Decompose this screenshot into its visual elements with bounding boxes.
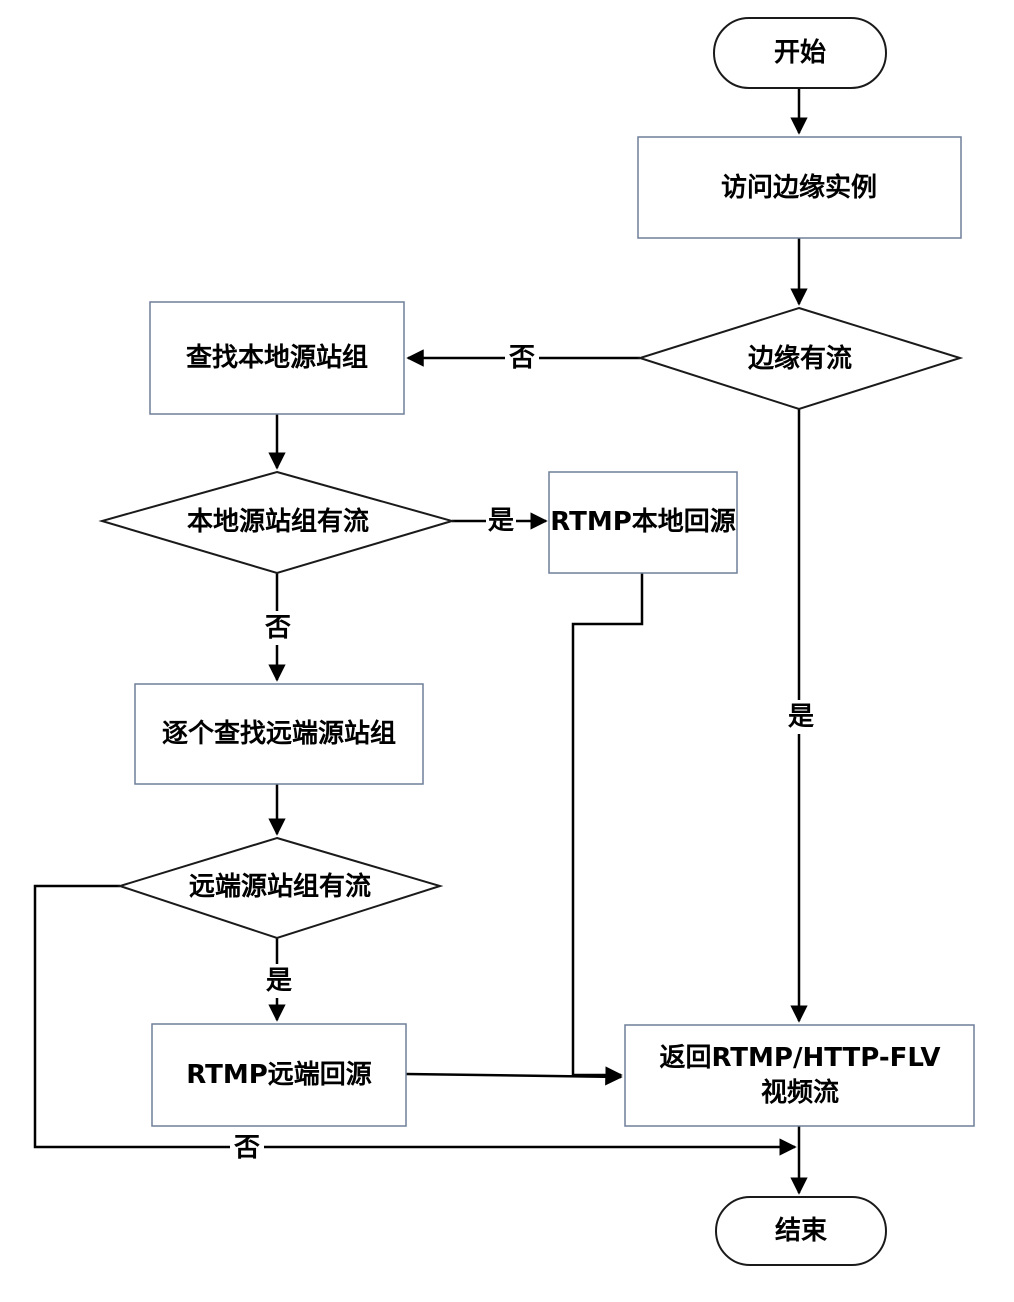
edge-yes-label-bg	[785, 700, 817, 734]
arrow-rtmp-remote-to-return	[405, 1068, 623, 1086]
arrow-rtmp-local-to-return	[571, 573, 644, 1084]
remote-no-label: 否	[234, 1133, 260, 1163]
find-local-group-box	[149, 301, 405, 415]
remote-no-label-bg	[230, 1131, 264, 1165]
local-no-label-bg	[262, 611, 294, 645]
return-stream-label-line1: 返回RTMP/HTTP-FLV	[659, 1043, 940, 1073]
edge-has-stream-diamond	[636, 306, 964, 411]
local-has-stream-label: 本地源站组有流	[187, 506, 369, 537]
rtmp-remote-label: RTMP远端回源	[186, 1060, 372, 1090]
return-stream-label-line2: 视频流	[761, 1078, 839, 1108]
remote-has-stream-label: 远端源站组有流	[189, 871, 371, 902]
end-terminal	[715, 1196, 887, 1266]
arrow-remote-no	[33, 884, 797, 1156]
edge-yes-label: 是	[788, 702, 814, 732]
local-yes-label: 是	[488, 506, 514, 536]
return-stream-box	[624, 1024, 975, 1127]
local-yes-label-bg	[486, 504, 516, 538]
local-has-stream-diamond	[98, 470, 456, 575]
local-no-label: 否	[265, 613, 291, 643]
edge-has-stream-label: 边缘有流	[748, 344, 852, 374]
remote-has-stream-diamond	[116, 836, 444, 940]
find-remote-groups-box	[134, 683, 424, 785]
rtmp-local-label: RTMP本地回源	[550, 507, 736, 537]
rtmp-remote-box	[151, 1023, 407, 1127]
rtmp-local-box	[548, 471, 738, 574]
visit-edge-box	[637, 136, 962, 239]
remote-yes-label-bg	[263, 964, 295, 998]
visit-edge-label: 访问边缘实例	[721, 172, 877, 203]
find-remote-groups-label: 逐个查找远端源站组	[162, 718, 396, 749]
end-label: 结束	[775, 1215, 828, 1246]
start-terminal	[713, 17, 887, 89]
edge-no-label-bg	[505, 341, 539, 375]
find-local-group-label: 查找本地源站组	[186, 342, 368, 373]
remote-yes-label: 是	[266, 966, 292, 996]
start-label: 开始	[774, 38, 826, 68]
edge-no-label: 否	[509, 343, 535, 373]
